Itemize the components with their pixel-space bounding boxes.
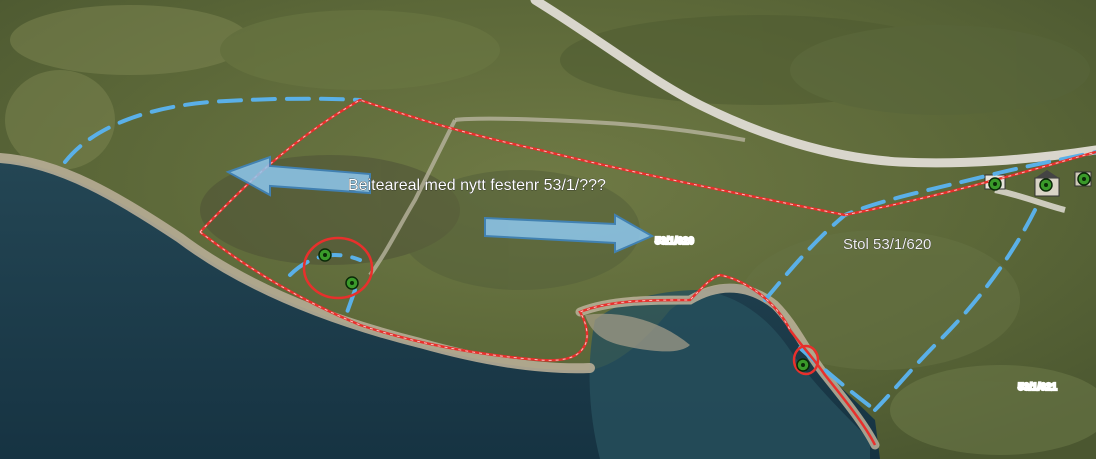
parcel-620-label: 53/1/620	[655, 236, 694, 247]
boundary-markers	[318, 172, 1091, 372]
sand-spit	[585, 313, 690, 352]
arrow-right-icon	[484, 213, 655, 254]
marker-4-icon	[988, 177, 1002, 191]
marker-2-icon	[345, 276, 359, 290]
grazing-area-label: Beiteareal med nytt festenr 53/1/???	[348, 177, 606, 194]
driveway	[994, 187, 1066, 213]
parcel-621-label: 53/1/621	[1018, 382, 1057, 393]
stol-label: Stol 53/1/620	[843, 236, 931, 253]
marker-1-icon	[318, 248, 332, 262]
marker-3-icon	[796, 358, 810, 372]
marker-6-icon	[1077, 172, 1091, 186]
marker-5-icon	[1039, 178, 1053, 192]
arrow-left-icon	[225, 155, 371, 197]
track	[454, 116, 746, 142]
red-parcel-boundary-highlight	[199, 99, 1096, 361]
track-south	[368, 119, 457, 277]
shoreline	[0, 153, 595, 374]
road	[530, 0, 1096, 168]
